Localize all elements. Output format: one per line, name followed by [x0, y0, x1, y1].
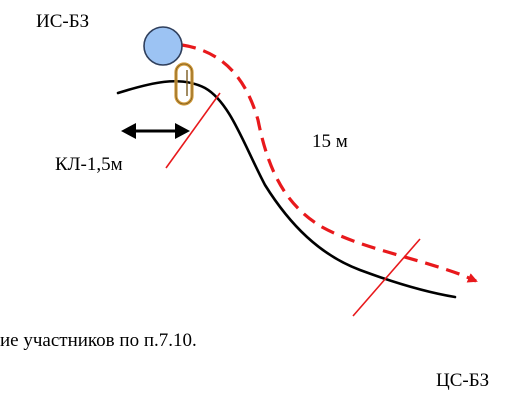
- slope-line: [116, 79, 457, 299]
- caption-text: ие участников по п.7.10.: [0, 330, 197, 351]
- lanyard-arrow-head-right: [175, 123, 190, 139]
- rope-length-label: 15 м: [312, 131, 348, 152]
- lanyard-arrow-head-left: [121, 123, 136, 139]
- end-station-label: ЦС-БЗ: [436, 370, 490, 391]
- lower-boundary-mark: [352, 238, 421, 317]
- carabiner-icon: [174, 62, 194, 106]
- start-station-label: ИС-БЗ: [36, 11, 90, 32]
- upper-boundary-mark: [165, 92, 221, 169]
- anchor-point-icon: [143, 26, 183, 66]
- lanyard-label: КЛ-1,5м: [55, 154, 123, 175]
- descent-route-arrow: [181, 43, 478, 283]
